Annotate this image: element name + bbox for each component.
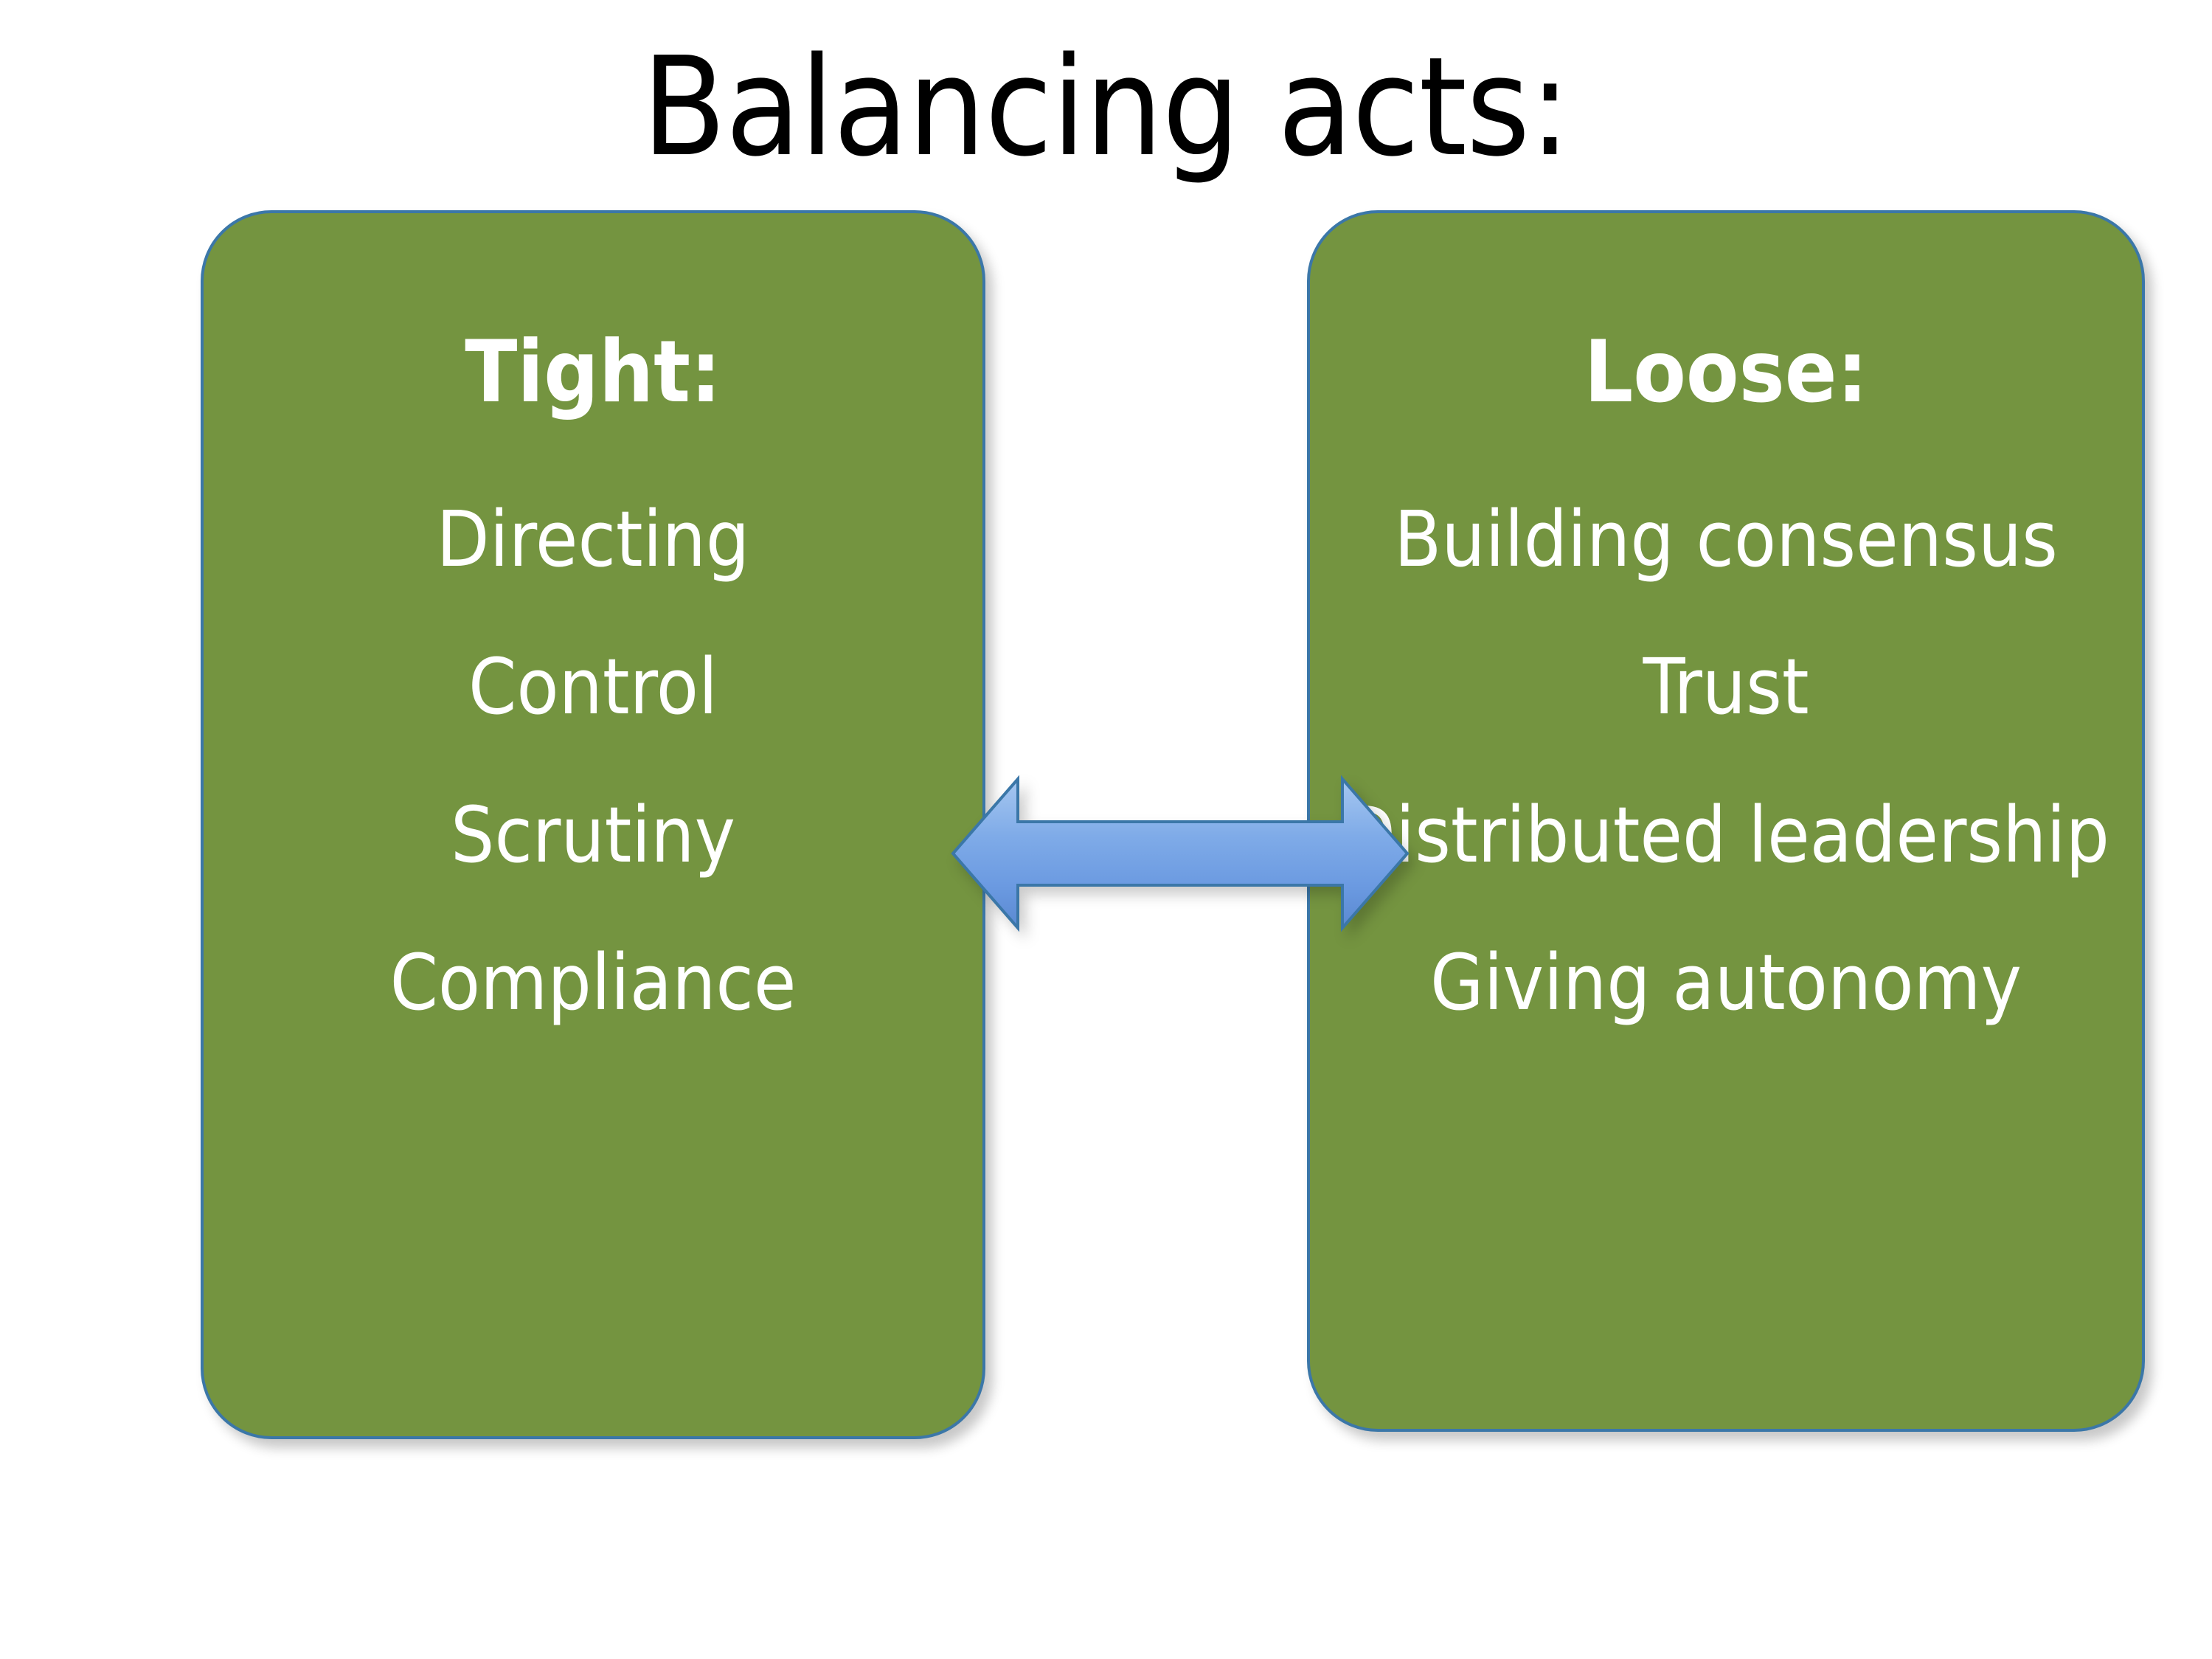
panel-loose[interactable]: Loose: Building consensus Trust Distribu… [1307,210,2145,1432]
panel-tight-item-0: Directing [436,494,750,584]
panel-loose-item-2: Distributed leadership [1342,789,2109,880]
panel-tight[interactable]: Tight: Directing Control Scrutiny Compli… [201,210,985,1439]
panel-loose-heading: Loose: [1584,322,1868,422]
panel-loose-item-3: Giving autonomy [1430,937,2022,1028]
panel-tight-item-2: Scrutiny [451,789,735,880]
panel-loose-item-list: Building consensus Trust Distributed lea… [1310,415,2142,1429]
panel-loose-item-1: Trust [1643,642,1809,732]
page-title: Balancing acts: [642,27,1570,187]
double-headed-arrow-icon [950,769,1410,938]
panel-tight-item-list: Directing Control Scrutiny Compliance [204,415,982,1436]
panel-loose-item-0: Building consensus [1394,494,2058,584]
panel-tight-item-1: Control [468,642,718,732]
panel-tight-item-3: Compliance [389,937,797,1028]
panel-tight-heading: Tight: [465,322,721,422]
